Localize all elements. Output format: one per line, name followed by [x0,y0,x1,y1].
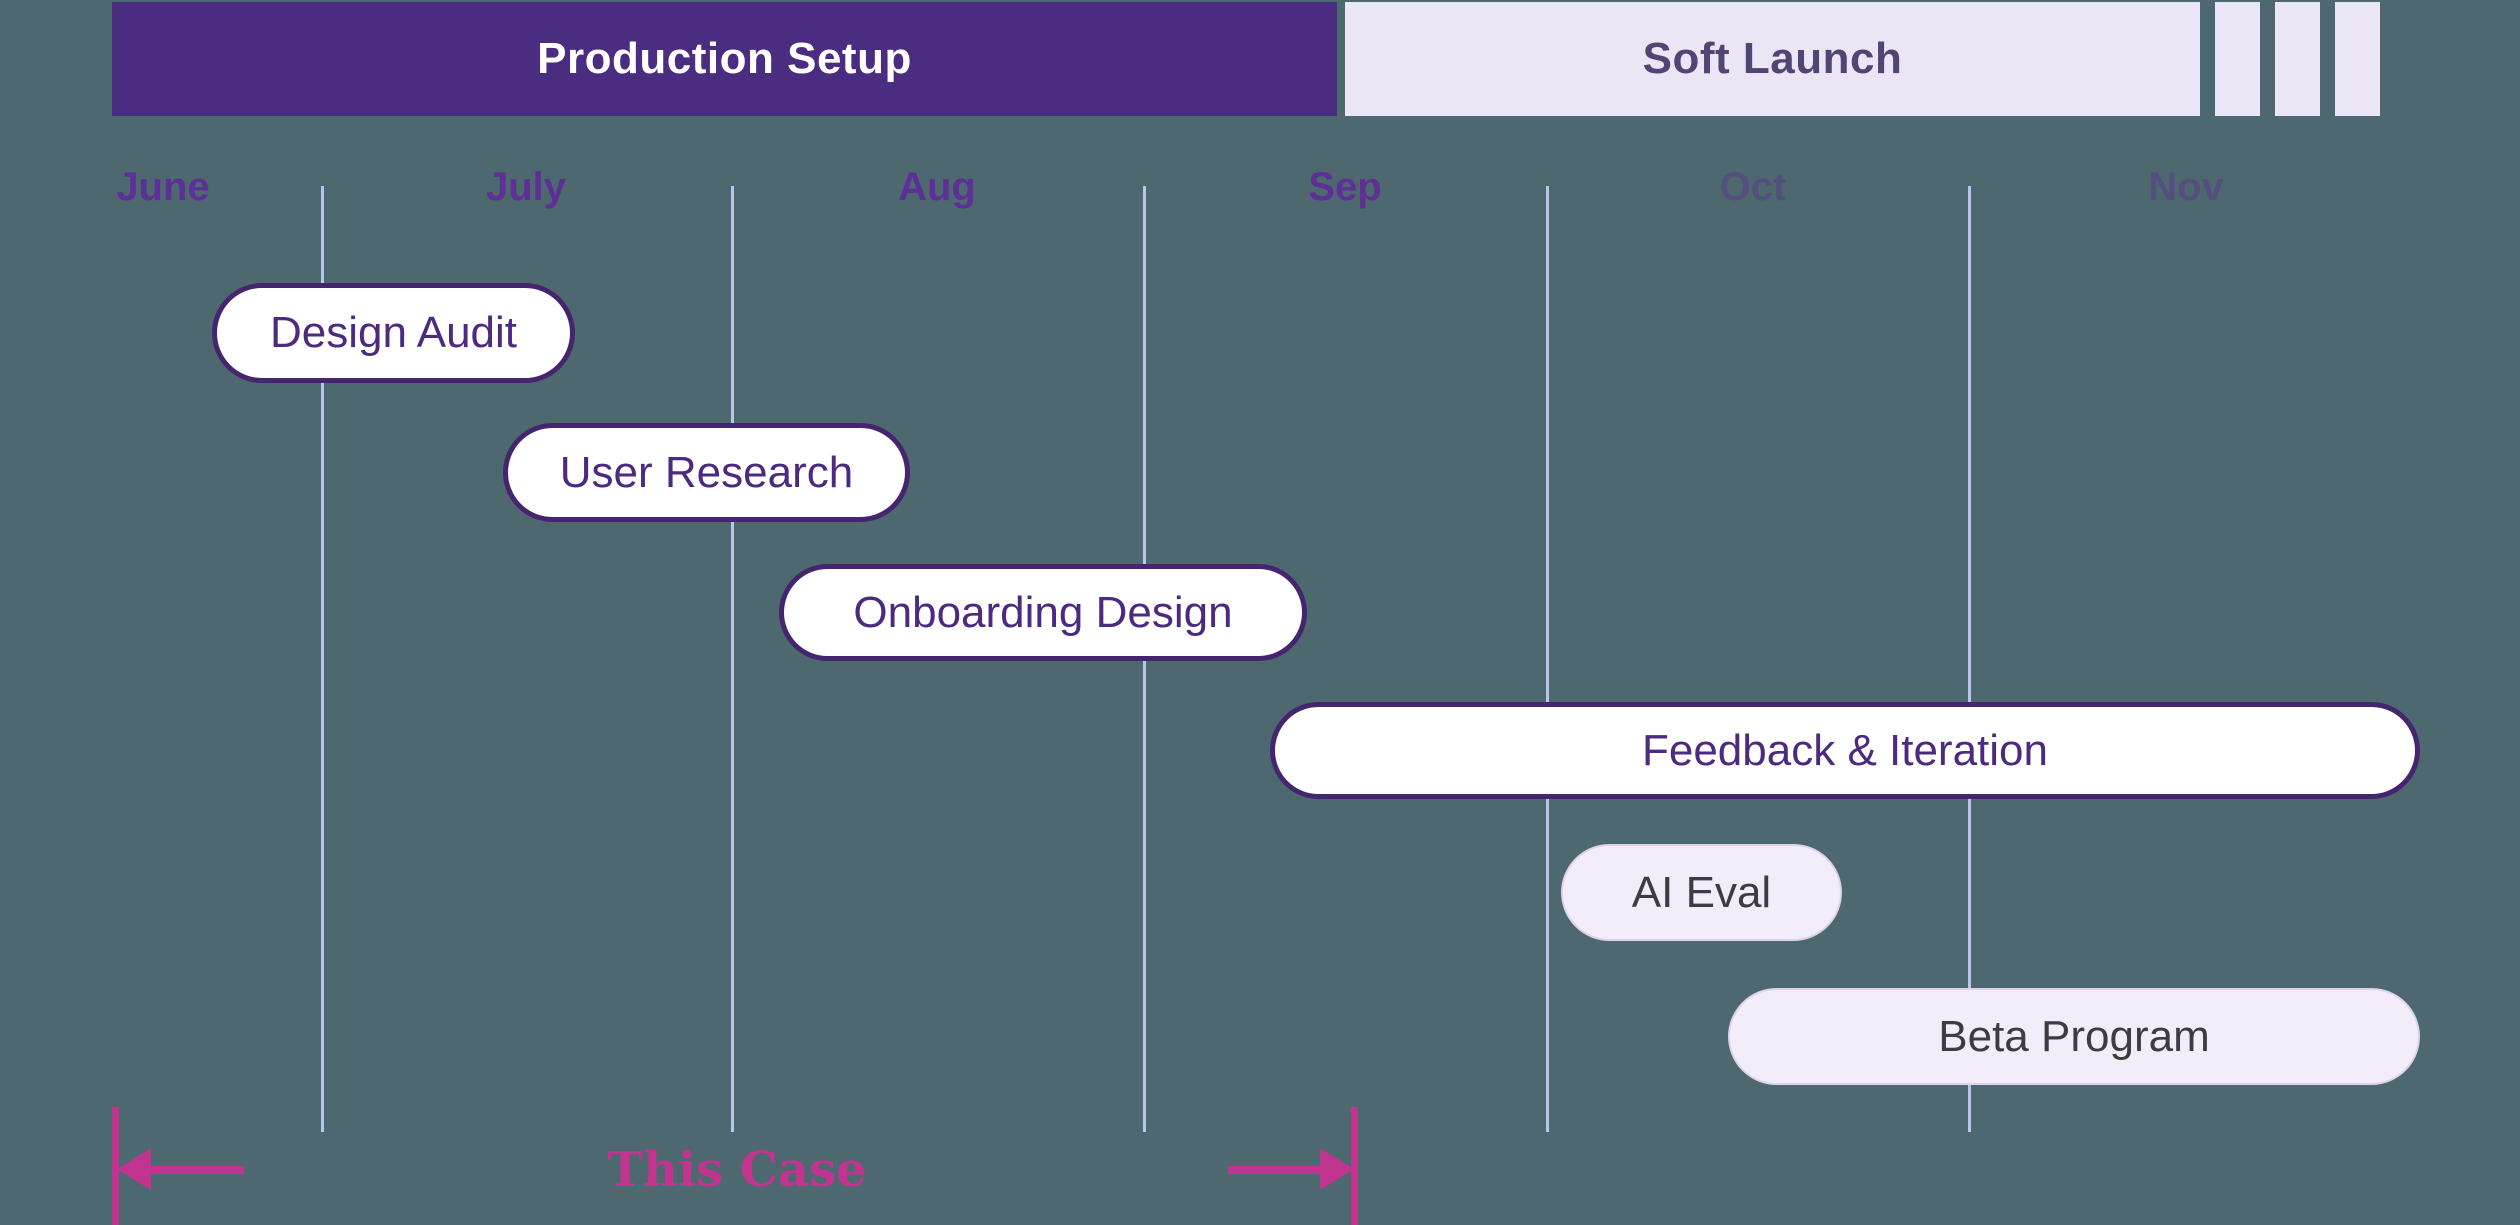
phase-fade-stripe [2335,2,2380,116]
month-gridline [321,186,324,1132]
month-label-july: July [485,165,567,209]
task-pill-user-research: User Research [503,423,910,522]
task-pill-ai-eval: AI Eval [1561,844,1842,941]
task-pill-onboarding-design: Onboarding Design [779,564,1307,661]
month-gridline [1968,186,1971,1132]
month-label-nov: Nov [2148,165,2224,209]
annotation-left-boundary-bar [112,1107,119,1225]
month-gridline [731,186,734,1132]
month-label-sep: Sep [1308,165,1382,209]
month-label-oct: Oct [1719,165,1787,209]
month-gridline [1546,186,1549,1132]
task-pill-design-audit: Design Audit [212,283,575,383]
phase-bar-production-setup: Production Setup [112,2,1337,116]
month-label-aug: Aug [898,165,976,209]
month-label-june: June [116,165,210,209]
annotation-label: This Case [607,1142,867,1198]
annotation-right-arrow-shaft [1228,1166,1326,1174]
annotation-left-arrow-shaft [140,1166,244,1174]
phase-fade-stripe [2275,2,2320,116]
phase-bar-soft-launch: Soft Launch [1345,2,2200,116]
phase-fade-stripe [2215,2,2260,116]
arrow-right-icon [1320,1148,1354,1190]
task-pill-feedback-iteration: Feedback & Iteration [1270,702,2420,799]
task-pill-beta-program: Beta Program [1728,988,2420,1085]
annotation-right-boundary-bar [1351,1107,1358,1225]
